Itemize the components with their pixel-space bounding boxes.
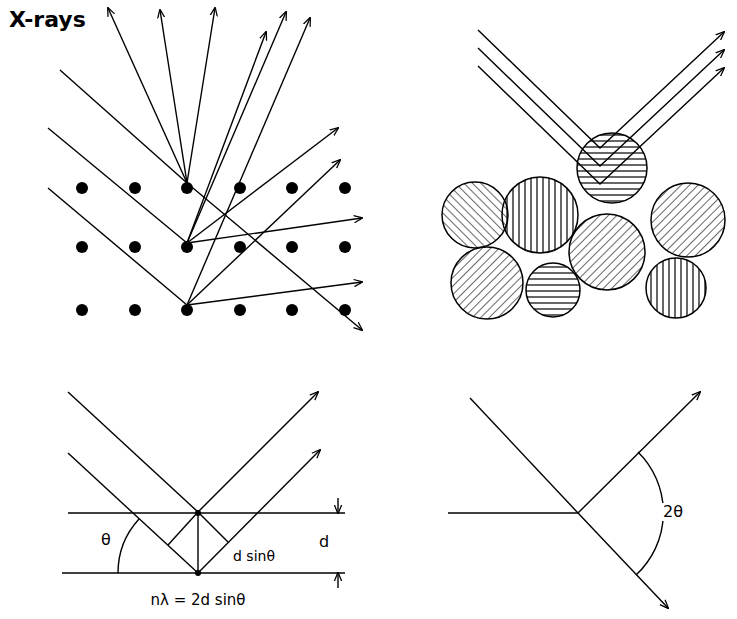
spacing-label: d	[318, 533, 330, 551]
xray-rays	[48, 8, 362, 330]
scatter-points	[195, 510, 201, 576]
bragg-equation: nλ = 2d sinθ	[150, 592, 247, 609]
lattice	[76, 182, 351, 316]
two-theta-construction	[448, 392, 700, 608]
angle-label: θ	[100, 531, 112, 549]
reflected-rays	[478, 30, 724, 184]
powder-grains	[442, 133, 725, 319]
scattering-angle-label: 2θ	[662, 503, 684, 521]
bragg-construction	[62, 392, 345, 588]
figure-heading: X-rays	[8, 8, 87, 32]
path-difference-label: d sinθ	[232, 549, 276, 564]
